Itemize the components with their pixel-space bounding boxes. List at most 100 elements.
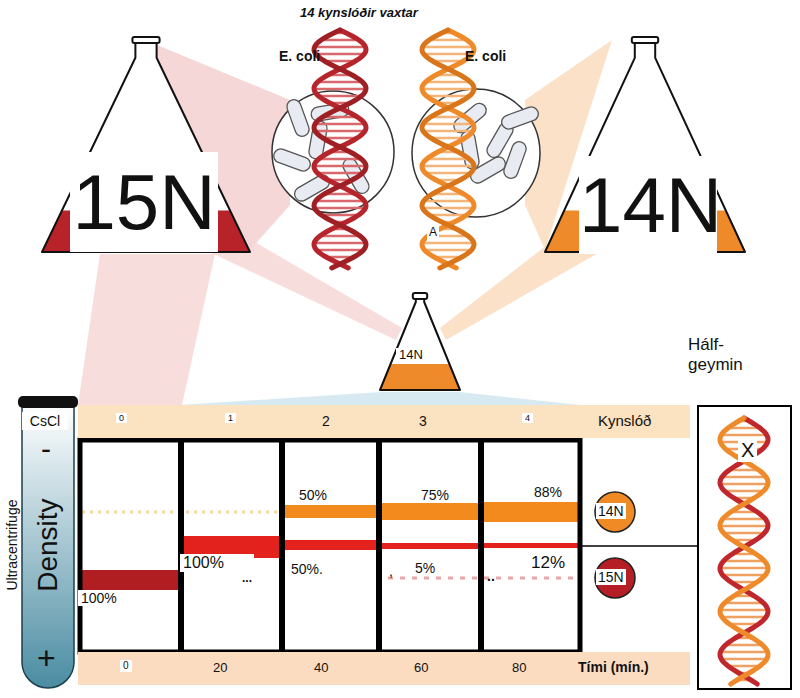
flask-liquid <box>380 364 460 390</box>
lane-divider <box>178 440 184 652</box>
gel-lane: 50% 50%. <box>285 443 376 648</box>
centrifuge-tube: CsCl -Density + <box>18 395 78 692</box>
generation-number: 4 <box>522 413 533 423</box>
culture-circle-outline <box>271 90 395 214</box>
time-value: 20 <box>213 661 227 676</box>
percent-label: 12% <box>528 553 568 573</box>
axis-title: Kynslóð <box>598 412 651 429</box>
dna-band <box>382 543 478 549</box>
culture-circle: E. coli <box>411 88 541 218</box>
flask-label: 15N <box>70 152 218 252</box>
lane-divider <box>279 440 285 652</box>
base-pair <box>314 88 366 91</box>
percent-label: 100% <box>78 590 120 606</box>
axis-title: Tími (mín.) <box>578 659 649 675</box>
dna-band <box>484 502 579 522</box>
ellipsis-mark: .. <box>487 568 495 584</box>
tube-body <box>22 405 74 688</box>
dna-band <box>285 505 379 518</box>
base-pair <box>314 242 366 245</box>
flask-rim <box>132 37 159 43</box>
light-beam <box>205 238 402 340</box>
percent-label: 50% <box>296 487 330 503</box>
base-pair <box>425 81 470 84</box>
organism-label: E. coli <box>465 48 506 64</box>
generation-number: 2 <box>322 413 330 429</box>
connector-line <box>578 545 697 547</box>
base-pair <box>317 81 362 84</box>
flask-node: 15N <box>40 36 252 254</box>
time-value: 80 <box>512 661 526 676</box>
hybrid-dna-box: Hálf- geyminX <box>697 405 792 690</box>
sign-label: - <box>41 432 51 467</box>
isotope-marker: 15N <box>594 557 636 599</box>
generation-number: 1 <box>225 413 236 423</box>
gel-frame <box>80 440 580 652</box>
percent-label: 50%. <box>288 561 340 577</box>
marker-disc <box>595 492 635 532</box>
base-pair <box>425 249 472 252</box>
generation-number: 0 <box>116 413 127 423</box>
tube-label: CsCl <box>22 412 68 430</box>
box-heading: Hálf- geymin <box>688 335 754 375</box>
base-pair <box>324 60 355 63</box>
generation-band: 0 1 2 3 4 Kynslóð <box>78 405 690 438</box>
light-beam <box>440 238 600 340</box>
callout-letter: X <box>738 439 757 462</box>
percent-label: 100% <box>180 554 254 572</box>
flask-node: 14N <box>543 36 747 254</box>
base-pair <box>440 228 456 231</box>
flask-outline <box>380 298 460 390</box>
time-band: 020406080Tími (mín.) <box>78 652 690 685</box>
reference-line <box>376 577 578 580</box>
isotope-label: 14N <box>596 503 626 519</box>
ellipsis-mark: ... <box>242 572 252 586</box>
flask-label: 14N <box>396 348 426 363</box>
axis-label: Density <box>32 460 64 630</box>
flask-body <box>380 298 460 390</box>
base-pair <box>334 221 346 224</box>
dna-band <box>285 540 379 550</box>
dna-band <box>82 570 178 590</box>
time-value: 60 <box>414 661 428 676</box>
lane-divider <box>478 440 484 652</box>
percent-label: 88% <box>531 484 565 500</box>
dna-band <box>484 543 579 548</box>
base-pair <box>320 235 360 238</box>
organism-label: E. coli <box>279 48 320 64</box>
base-pair <box>321 214 359 217</box>
base-pair <box>332 228 348 231</box>
gel-background <box>80 440 580 652</box>
dna-band <box>382 503 478 520</box>
base-pair <box>446 67 450 70</box>
gel-lane: 100%... <box>184 443 279 648</box>
flask-node-outline <box>378 292 462 392</box>
tube-cap <box>18 396 78 408</box>
base-pair <box>317 249 364 252</box>
isotope-marker: 14N <box>594 491 636 533</box>
base-pair <box>321 39 359 42</box>
base-pair <box>315 46 366 49</box>
percent-label: 5% <box>412 560 446 576</box>
isotope-label: 15N <box>596 569 626 585</box>
light-beam <box>180 392 580 405</box>
flask-body <box>42 42 250 252</box>
base-pair <box>436 74 460 77</box>
base-pair <box>442 32 454 35</box>
base-pair <box>434 256 462 259</box>
gel-lane: 88%.. 12% <box>484 443 578 648</box>
base-pair <box>316 53 365 56</box>
sign-label: + <box>37 640 56 677</box>
culture-dish <box>272 91 394 213</box>
gel-lane: 100% <box>82 443 178 648</box>
base-pair <box>432 60 463 63</box>
callout-letter: A <box>427 226 439 240</box>
base-pair <box>423 46 474 49</box>
comma-mark: , <box>389 563 393 579</box>
gel-lane: 75% 5%, <box>382 443 478 648</box>
culture-circle-outline <box>411 88 541 218</box>
base-pair <box>338 67 342 70</box>
percent-label: 75% <box>418 487 452 503</box>
culture-dish <box>412 89 540 217</box>
generation-number: 3 <box>419 413 427 429</box>
